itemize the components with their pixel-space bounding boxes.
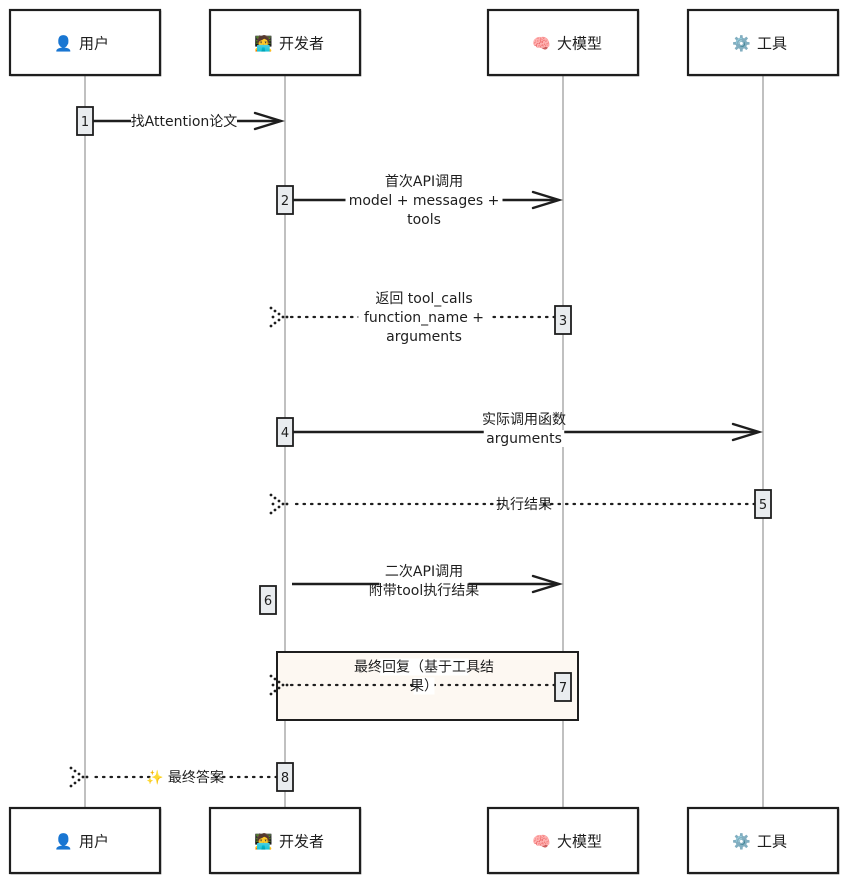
step-number: 2	[281, 194, 289, 209]
actor-label: 工具	[757, 35, 787, 53]
dotted-arrow-head-icon	[269, 493, 289, 515]
actor-label: 用户	[79, 833, 109, 851]
step-number: 4	[281, 426, 289, 441]
message-8[interactable]: ✨ 最终答案 8	[69, 762, 294, 792]
arrow-head-icon	[253, 111, 286, 131]
dotted-arrow-head-icon	[269, 306, 289, 328]
actor-label: 工具	[757, 833, 787, 851]
actor-label: 大模型	[557, 833, 602, 851]
gear-icon: ⚙️	[732, 35, 751, 53]
actor-box	[8, 806, 162, 875]
actor-label: 开发者	[279, 833, 324, 851]
activation-box-8: 8	[276, 762, 294, 792]
message-5[interactable]: 执行结果 5	[269, 489, 772, 519]
step-number: 1	[81, 115, 89, 130]
technologist-icon: 🧑‍💻	[254, 34, 273, 53]
actor-user-bottom[interactable]: 👤 用户	[8, 806, 162, 875]
actor-label: 开发者	[279, 35, 324, 53]
person-silhouette-icon: 👤	[54, 833, 73, 851]
actor-llm-bottom[interactable]: 🧠 大模型	[486, 806, 640, 875]
message-1[interactable]: 找Attention论文 1	[76, 106, 286, 136]
step-number: 8	[281, 771, 289, 786]
message-label: 执行结果	[496, 497, 552, 513]
person-silhouette-icon: 👤	[54, 35, 73, 53]
activation-box-3: 3	[554, 305, 572, 335]
message-label: 附带tool执行结果	[369, 583, 480, 599]
arrow-head-icon	[531, 574, 564, 594]
message-label: 实际调用函数	[482, 412, 566, 428]
message-label: 果）	[410, 679, 438, 695]
activation-box-6: 6	[259, 585, 277, 615]
actor-user-top[interactable]: 👤 用户	[8, 8, 162, 77]
step-number: 5	[759, 498, 767, 513]
actor-box	[208, 8, 362, 77]
message-label: 找Attention论文	[131, 114, 238, 130]
message-label: ✨ 最终答案	[146, 769, 224, 786]
actor-llm-top[interactable]: 🧠 大模型	[486, 8, 640, 77]
message-2[interactable]: 首次API调用 model + messages + tools 2	[276, 173, 564, 228]
actor-tool-bottom[interactable]: ⚙️ 工具	[686, 806, 840, 875]
actor-label: 用户	[79, 35, 109, 53]
step-number: 7	[559, 681, 567, 696]
actor-box	[686, 8, 840, 77]
actor-box	[8, 8, 162, 77]
step-number: 3	[559, 314, 567, 329]
actor-box	[686, 806, 840, 875]
message-label: 二次API调用	[385, 564, 463, 580]
message-label: 返回 tool_calls	[375, 291, 472, 307]
dotted-arrow-head-icon	[69, 766, 89, 788]
activation-box-2: 2	[276, 185, 294, 215]
brain-icon: 🧠	[532, 35, 551, 53]
gear-icon: ⚙️	[732, 833, 751, 851]
actor-label: 大模型	[557, 35, 602, 53]
message-label: 首次API调用	[385, 174, 463, 190]
technologist-icon: 🧑‍💻	[254, 832, 273, 851]
actor-box	[486, 8, 640, 77]
arrow-head-icon	[731, 422, 764, 442]
activation-box-5: 5	[754, 489, 772, 519]
message-label: tools	[407, 212, 441, 228]
message-label: 最终回复（基于工具结	[354, 659, 494, 676]
activation-box-4: 4	[276, 417, 294, 447]
actor-box	[208, 806, 362, 875]
step-number: 6	[264, 594, 272, 609]
activation-box-1: 1	[76, 106, 94, 136]
arrow-head-icon	[531, 190, 564, 210]
activation-box-7: 7	[554, 672, 572, 702]
message-label: arguments	[386, 329, 462, 345]
dotted-arrow-head-icon	[269, 674, 289, 696]
message-3[interactable]: 返回 tool_calls function_name + arguments 3	[269, 290, 572, 345]
message-label: arguments	[486, 431, 562, 447]
actor-tool-top[interactable]: ⚙️ 工具	[686, 8, 840, 77]
actor-box	[486, 806, 640, 875]
message-label: model + messages +	[349, 193, 500, 209]
actor-developer-bottom[interactable]: 🧑‍💻 开发者	[208, 806, 362, 875]
message-4[interactable]: 实际调用函数 arguments 4	[276, 411, 764, 447]
message-label: function_name +	[364, 310, 484, 326]
brain-icon: 🧠	[532, 833, 551, 851]
actor-developer-top[interactable]: 🧑‍💻 开发者	[208, 8, 362, 77]
